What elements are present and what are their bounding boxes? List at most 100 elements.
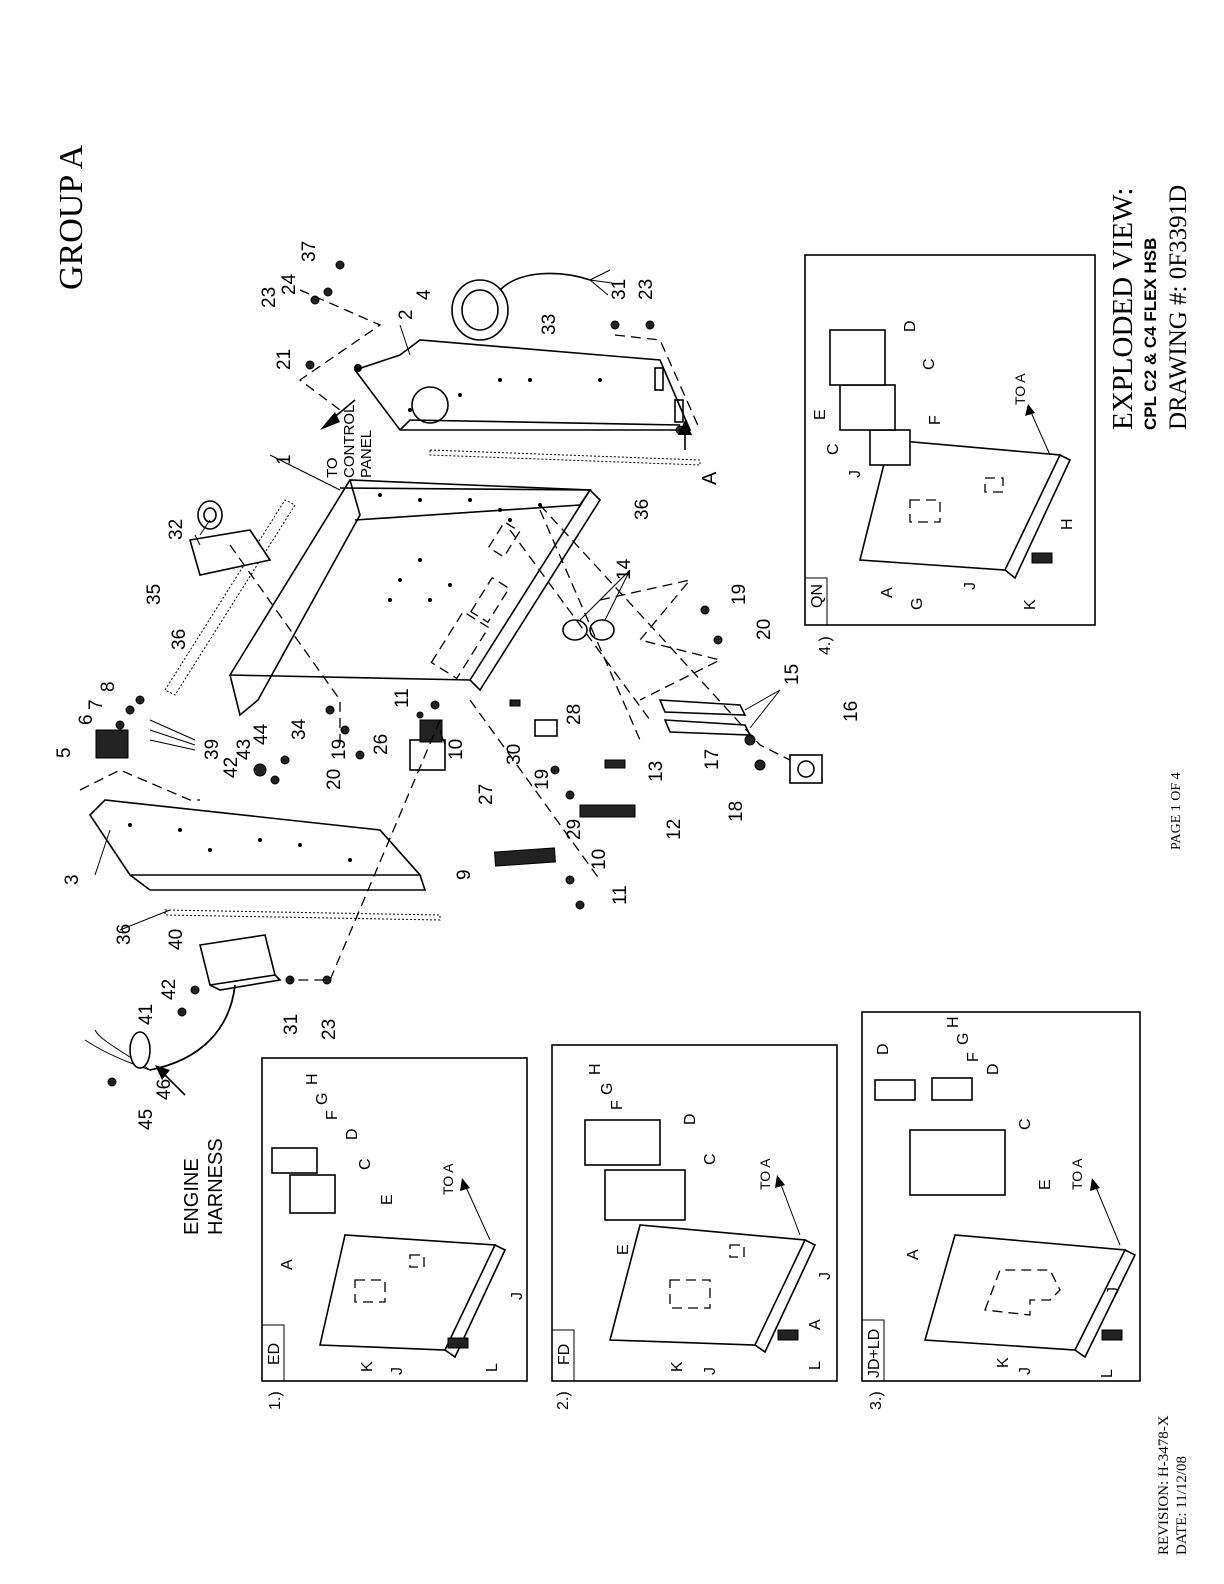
inset-fd-to-a: TO A [757,1158,773,1190]
to-control-label-2: CONTROL [341,405,358,478]
inset-fd: FD 2.) A C D E F G H J J K L TO A [551,1044,838,1410]
inset-jdld-letter-d1: D [875,1043,892,1055]
inset-jdld: JD+LD 3.) A C D D E F G H J J K L TO A [861,1011,1141,1410]
callout-20a: 20 [324,769,345,790]
callout-13: 13 [646,761,667,782]
callout-42b: 42 [159,979,180,1000]
inset-ed-tag: ED [266,1343,283,1365]
inset-fd-letter-c: C [702,1153,719,1165]
inset-fd-letter-g: G [599,1083,616,1095]
housing-part-1 [228,479,602,717]
inset-fd-tag: FD [556,1344,573,1365]
inset-fd-letter-h: H [587,1063,604,1075]
plate-35 [188,500,272,576]
callout-36a: 36 [169,629,190,650]
callout-36c: 36 [114,924,135,945]
callout-23a: 23 [259,287,280,308]
page-number: PAGE 1 OF 4 [1169,772,1184,850]
ref-a-label: A [699,471,721,485]
inset-fd-letter-j2: J [817,1272,834,1280]
side-panel-part-3 [88,799,427,891]
callout-19a: 19 [329,739,350,760]
inset-jdld-letter-g: G [955,1033,972,1045]
leader-lines [94,324,781,931]
callout-18: 18 [726,801,747,822]
inset-jdld-letter-f: F [965,1052,982,1062]
relay-28 [534,719,558,737]
callout-5: 5 [54,747,75,758]
inset-ed-number: 1.) [267,1391,284,1410]
date-label: DATE: 11/12/08 [1174,1456,1190,1555]
assembly-lines [79,289,791,981]
callout-46: 46 [154,1079,175,1100]
inset-jdld-letter-d2: D [985,1063,1002,1075]
inset-jdld-letter-l: L [1099,1369,1116,1378]
inset-qn-letter-j1: J [847,470,864,478]
callout-42a: 42 [221,757,242,778]
inset-qn-letter-d: D [902,320,919,332]
inset-fd-letter-f: F [609,1100,626,1110]
callout-7: 7 [86,699,107,710]
arrows [155,399,692,1096]
inset-ed-letter-e: E [379,1194,396,1205]
inset-qn-to-a: TO A [1012,373,1028,405]
inset-qn-letter-c1: C [825,443,842,455]
to-control-label-1: TO [324,457,341,478]
inset-ed-letter-k: K [359,1361,376,1372]
callout-41: 41 [136,1004,157,1025]
inset-qn-letter-h: H [1059,518,1076,530]
resistors-14 [562,619,615,641]
callout-6: 6 [76,714,97,725]
callout-19c: 19 [729,584,750,605]
revision-label: REVISION: H-3478-X [1156,1415,1172,1555]
side-panel-part-2 [353,339,692,431]
callout-21: 21 [274,349,295,370]
callout-28: 28 [564,704,585,725]
callout-34: 34 [289,718,310,740]
drawing-number: DRAWING #: 0F3391D [1165,185,1192,430]
callout-10a: 10 [446,739,467,760]
callout-15: 15 [782,664,803,685]
inset-jdld-letter-a: A [905,1249,922,1260]
inset-qn-letter-f: F [927,415,944,425]
callout-20b: 20 [754,619,775,640]
callout-11b: 11 [610,885,631,905]
relay-5 [95,729,129,759]
inset-ed: ED 1.) A C D E F G H J J K L TO A [261,1057,528,1410]
inset-ed-letter-g: G [314,1093,331,1105]
inset-ed-letter-j1: J [389,1367,406,1375]
inset-ed-letter-l: L [484,1363,501,1372]
callout-31b: 31 [281,1014,302,1035]
inset-fd-letter-j1: J [702,1367,719,1375]
model-name: CPL C2 & C4 FLEX HSB [1141,238,1160,430]
inset-fd-letter-l: L [807,1361,824,1370]
brackets-15 [658,699,752,736]
callout-19b: 19 [532,769,553,790]
inset-jdld-tag: JD+LD [866,1329,883,1378]
inset-jdld-to-a: TO A [1069,1158,1085,1190]
callout-14: 14 [614,558,635,580]
callout-29: 29 [564,819,585,840]
main-callouts: 1 2 3 4 5 6 7 8 9 10 10 11 11 12 13 14 1… [54,241,862,1130]
callout-36b: 36 [632,499,653,520]
exploded-view-title: EXPLODED VIEW: [1107,188,1139,430]
coil-16 [789,754,823,784]
to-control-label-3: PANEL [358,430,375,478]
inset-fd-letter-d: D [682,1113,699,1125]
inset-jdld-letter-c: C [1017,1118,1034,1130]
callout-3: 3 [62,874,83,885]
callout-33: 33 [539,314,560,335]
inset-fd-number: 2.) [555,1391,572,1410]
callout-11a: 11 [392,688,413,708]
inset-jdld-letter-e: E [1037,1179,1054,1190]
inset-qn-tag: QN [809,584,826,608]
inset-jdld-letter-h: H [945,1016,962,1028]
inset-ed-letter-f: F [324,1110,341,1120]
inset-qn-letter-c2: C [921,358,938,370]
callout-39: 39 [202,739,223,760]
callout-12: 12 [664,819,685,840]
terminal-blocks [494,699,636,867]
flange-4-conduit-33 [451,269,613,341]
callout-44: 44 [251,723,272,745]
